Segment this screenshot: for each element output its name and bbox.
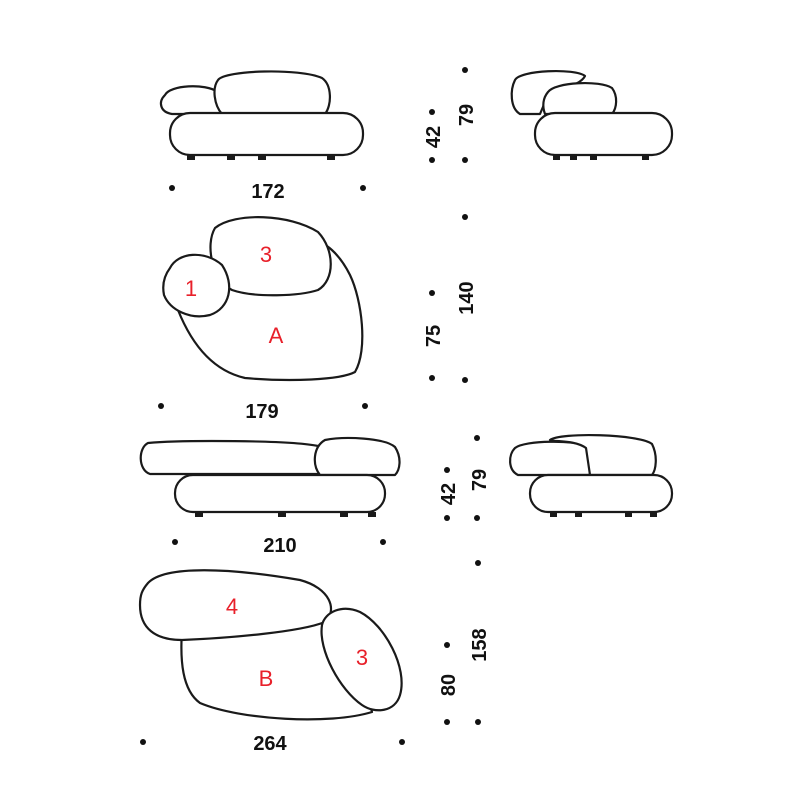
module-a-plan (162, 216, 364, 382)
label-a-cushion-3: 3 (260, 242, 272, 267)
dim-b-plan-width: 264 (253, 733, 287, 755)
dim-a-plan-width: 179 (245, 401, 278, 423)
label-a-base: A (269, 323, 284, 348)
dim-a-total-height: 79 (456, 104, 478, 126)
label-b-base: B (259, 666, 274, 691)
module-a-front-view (159, 70, 365, 160)
module-b-side-view (509, 434, 674, 517)
module-b-front-view (139, 436, 401, 517)
label-a-cushion-1: 1 (185, 276, 197, 301)
dim-b-total-height: 79 (469, 469, 491, 491)
dim-b-side-width: 210 (263, 535, 296, 557)
dim-a-seat-depth: 75 (423, 325, 445, 347)
dim-a-plan-depth: 140 (456, 281, 478, 314)
dim-a-side-width: 172 (251, 181, 284, 203)
dimension-markers (140, 67, 481, 745)
dim-b-plan-depth: 158 (469, 628, 491, 661)
dim-b-seat-depth: 80 (438, 674, 460, 696)
dim-b-seat-height: 42 (438, 483, 460, 505)
module-b-plan (138, 569, 403, 721)
label-b-cushion-4: 4 (226, 594, 238, 619)
label-b-cushion-3: 3 (356, 645, 368, 670)
dim-a-seat-height: 42 (423, 126, 445, 148)
module-a-side-view (510, 69, 674, 160)
